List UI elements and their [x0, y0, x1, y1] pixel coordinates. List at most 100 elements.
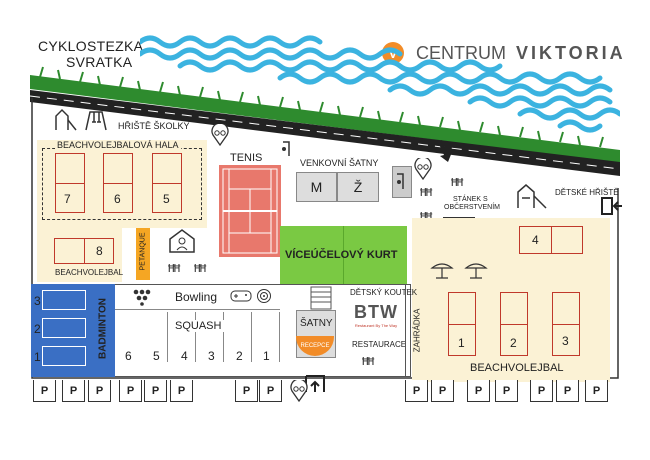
squash-court-num-4: 4 [181, 349, 188, 363]
beach-court-num-1: 1 [458, 336, 465, 350]
hall-court-num-7: 7 [64, 192, 71, 206]
parking-spot[interactable]: P [170, 380, 193, 402]
side-entrance-icon [601, 197, 622, 215]
parking-spot[interactable]: P [33, 380, 56, 402]
restaurant-btw-tagline: Restaurant By The Way [354, 323, 398, 328]
kids-playground-icon [517, 184, 547, 209]
parking-spot[interactable]: P [144, 380, 167, 402]
grass-strip [30, 66, 620, 163]
hall-court-6[interactable] [103, 153, 133, 213]
beach-hall-label: BEACHVOLEJBALOVÁ HALA [55, 140, 181, 150]
reception-badge[interactable]: RECEPCE [296, 336, 334, 356]
brand-word-centrum: CENTRUM [416, 42, 506, 63]
badminton-court-num-2: 2 [34, 322, 41, 336]
beach-court-num-8: 8 [96, 244, 103, 258]
parking-spot[interactable]: P [556, 380, 579, 402]
changing-room-m-label: M [310, 179, 323, 195]
beach-court-3[interactable] [552, 292, 580, 356]
parking-spot[interactable]: P [467, 380, 490, 402]
squash-court-num-5: 5 [153, 349, 160, 363]
beach-left-label: BEACHVOLEJBAL [55, 268, 124, 277]
tennis-court[interactable] [219, 165, 281, 257]
badminton-hall[interactable] [31, 284, 115, 377]
garden-divider [405, 284, 406, 377]
beach-right-label: BEACHVOLEJBAL [470, 362, 564, 374]
changing-room-z-label: Ž [353, 179, 363, 195]
cyclepath-label-line2: SVRATKA [66, 54, 133, 70]
river-waves [140, 35, 620, 133]
restaurant-btw-logo[interactable]: BTW Restaurant By The Way [350, 302, 402, 332]
changing-room-m[interactable]: M [296, 172, 337, 202]
picnic-table: ĦĦ [451, 176, 463, 189]
badminton-court-num-3: 3 [34, 294, 41, 308]
entrance-arrow-icon [438, 140, 452, 162]
outdoor-changing-label: VENKOVNÍ ŠATNY [300, 158, 379, 168]
changing-room-z[interactable]: Ž [337, 172, 379, 202]
target-icon [257, 289, 271, 303]
parking-spot[interactable]: P [431, 380, 454, 402]
kids-corner-label: DĚTSKÝ KOUTEK [350, 288, 418, 297]
reception-label: RECEPCE [300, 343, 330, 349]
parking-spot[interactable]: P [530, 380, 553, 402]
parking-spot[interactable]: P [585, 380, 608, 402]
parking-spot[interactable]: P [405, 380, 428, 402]
multi-court-line [343, 226, 344, 284]
hall-court-5[interactable] [152, 153, 182, 213]
bowling-area[interactable] [115, 284, 280, 310]
petanque-label: PETANQUE [139, 232, 147, 271]
umbrella-tables-icon [430, 263, 488, 279]
beach-left-area[interactable] [37, 228, 122, 282]
snack-stand-label-1: STÁNEK S [453, 196, 488, 203]
parking-spot[interactable]: P [235, 380, 258, 402]
parking-spot[interactable]: P [62, 380, 85, 402]
badminton-court-2[interactable] [42, 318, 86, 338]
changing-inner-label: ŠATNY [300, 318, 333, 329]
kids-playground-label: DĚTSKÉ HŘIŠTĚ [555, 188, 619, 197]
beach-court-8[interactable] [54, 238, 114, 264]
badminton-court-num-1: 1 [34, 350, 41, 364]
picnic-table: ĦĦ [194, 262, 206, 275]
beach-hall-area[interactable] [37, 140, 207, 228]
multi-court-label: VÍCEÚČELOVÝ KURT [285, 249, 398, 261]
bike-pin-icon[interactable] [290, 380, 308, 402]
beach-court-num-4: 4 [532, 233, 539, 247]
beach-right-area[interactable] [412, 218, 610, 382]
squash-court-num-1: 1 [263, 349, 270, 363]
cyclepath-label-line1: CYKLOSTEZKA [38, 38, 144, 54]
squash-court-num-2: 2 [236, 349, 243, 363]
stairs-icon [310, 286, 332, 310]
brand-logo[interactable]: V CENTRUM VIKTORIA [382, 42, 626, 64]
picnic-table: ĦĦ [168, 262, 180, 275]
parking-spot[interactable]: P [119, 380, 142, 402]
squash-court-num-6: 6 [125, 349, 132, 363]
road [30, 90, 620, 176]
beach-court-2[interactable] [500, 292, 528, 356]
brand-word-viktoria: VIKTORIA [516, 42, 626, 63]
restaurant-tables: ĦĦ [362, 355, 374, 368]
squash-label: SQUASH [172, 320, 225, 332]
restaurant-label: RESTAURACE [352, 340, 407, 349]
beach-court-num-2: 2 [510, 336, 517, 350]
petanque-strip[interactable] [136, 228, 150, 280]
bike-pin-icon[interactable] [414, 158, 432, 180]
restaurant-btw-text: BTW [354, 302, 398, 322]
badminton-court-1[interactable] [42, 346, 86, 366]
squash-court-num-3: 3 [208, 349, 215, 363]
picnic-table: ĦĦ [420, 186, 432, 199]
snack-stand-label-2: OBČERSTVENÍM [444, 204, 501, 211]
playground-icon [55, 108, 107, 131]
parking-spot[interactable]: P [88, 380, 111, 402]
bike-pin-icon[interactable] [211, 124, 229, 146]
badminton-court-3[interactable] [42, 290, 86, 310]
beach-court-4[interactable] [519, 226, 583, 254]
hall-court-num-5: 5 [163, 192, 170, 206]
shower-box-icon [397, 173, 404, 189]
shower-icon [282, 141, 290, 156]
badminton-label: BADMINTON [97, 298, 109, 359]
game-controller-icon [230, 290, 252, 302]
beach-court-1[interactable] [448, 292, 476, 356]
parking-spot[interactable]: P [259, 380, 282, 402]
hall-court-7[interactable] [55, 153, 85, 213]
bowling-label: Bowling [175, 290, 218, 304]
parking-spot[interactable]: P [495, 380, 518, 402]
